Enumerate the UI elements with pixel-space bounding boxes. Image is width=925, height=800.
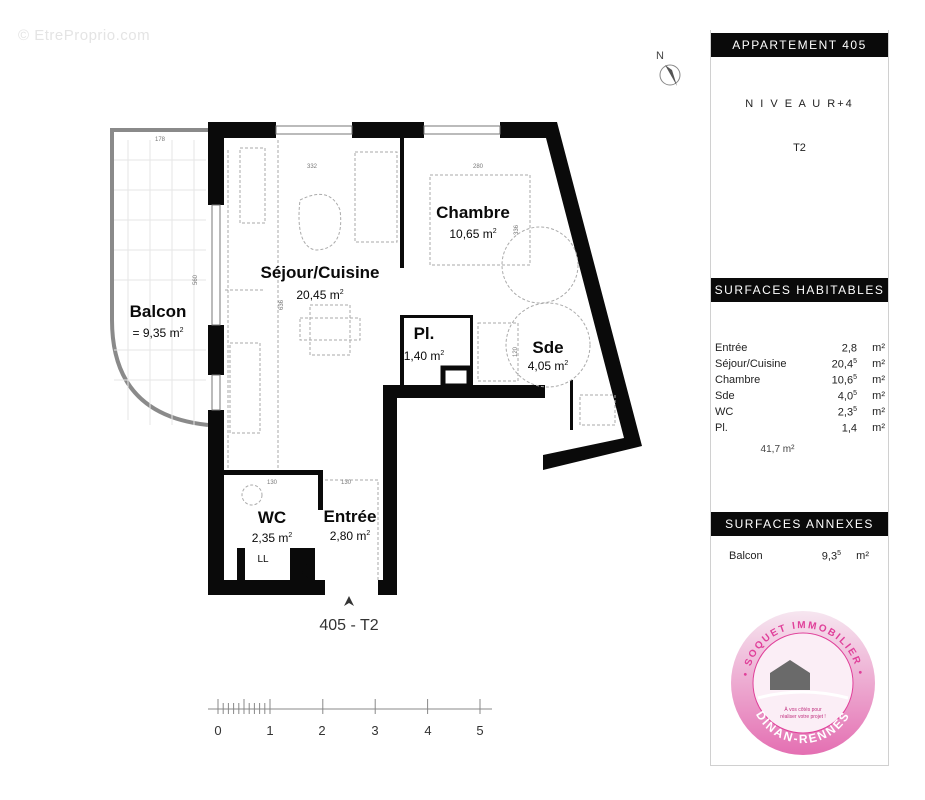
room-area-entree: 2,80 m2 [330, 529, 371, 543]
room-area-sde: 4,05 m2 [528, 359, 569, 373]
room-name-sejour: Séjour/Cuisine [260, 263, 379, 282]
scale-label: 0 [214, 723, 221, 738]
floor-plan: N Séjour/Cuisine 20,45 m2 Balcon = 9,35 … [110, 50, 681, 738]
apartment-title: APPARTEMENT 405 [711, 33, 888, 57]
annexes-header: SURFACES ANNEXES [711, 512, 888, 536]
info-panel: APPARTEMENT 405 N I V E A U R+4 T2 SURFA… [710, 30, 889, 766]
label-ll: LL [257, 554, 269, 565]
entrance-arrow-icon [344, 596, 354, 606]
room-name-entree: Entrée [324, 507, 377, 526]
habitable-row: Entrée 2,8 m² [715, 342, 885, 355]
habitable-row: WC 2,35 m² [715, 406, 885, 419]
total-area: 41,7 m² [760, 444, 795, 455]
room-name-balcon: Balcon [130, 302, 187, 321]
habitable-row: Chambre 10,65 m² [715, 374, 885, 387]
habitable-header: SURFACES HABITABLES [711, 278, 888, 302]
habitable-row: Pl. 1,4 m² [715, 422, 885, 435]
room-name-sde: Sde [532, 338, 563, 357]
dim-label: 120 [513, 346, 519, 357]
dim-label: 332 [307, 164, 318, 170]
scale-label: 3 [371, 723, 378, 738]
north-arrow-icon: N [656, 50, 681, 86]
north-label: N [656, 50, 664, 62]
dim-label: 636 [279, 299, 285, 310]
room-area-placard: 1,40 m2 [404, 349, 445, 363]
unit-label: 405 - T2 [319, 617, 378, 634]
dim-label: 280 [473, 164, 484, 170]
label-gtl: GTL [300, 561, 310, 579]
agency-logo: • SOQUET IMMOBILIER • DINAN-RENNES À vos… [731, 611, 875, 755]
walls [208, 122, 642, 595]
room-name-placard: Pl. [414, 324, 435, 343]
room-name-wc: WC [258, 508, 286, 527]
watermark: © EtreProprio.com [18, 27, 151, 44]
furniture [225, 140, 616, 580]
room-area-wc: 2,35 m2 [252, 531, 293, 545]
type-label: T2 [793, 142, 806, 154]
dim-label: 336 [514, 224, 520, 235]
svg-text:réaliser votre projet !: réaliser votre projet ! [780, 714, 826, 720]
room-area-balcon: = 9,35 m2 [133, 326, 184, 340]
dim-label: 178 [155, 137, 166, 143]
dim-label: 560 [193, 274, 199, 285]
habitable-row: Séjour/Cuisine 20,45 m² [715, 358, 885, 371]
scale-label: 1 [266, 723, 273, 738]
room-name-chambre: Chambre [436, 203, 510, 222]
scale-label: 2 [318, 723, 325, 738]
room-area-sejour: 20,45 m2 [296, 288, 343, 302]
dim-label: 130 [267, 480, 278, 486]
room-area-chambre: 10,65 m2 [449, 227, 496, 241]
svg-text:À vos côtés pour: À vos côtés pour [784, 706, 822, 713]
annex-row-balcon: Balcon 9,35 m² [729, 550, 869, 563]
scale-label: 4 [424, 723, 431, 738]
balcony [110, 128, 209, 427]
scale-label: 5 [476, 723, 483, 738]
habitable-row: Sde 4,05 m² [715, 390, 885, 403]
scale-bar [208, 699, 492, 714]
level-label: N I V E A U R+4 [745, 98, 854, 110]
dim-label: 130 [341, 480, 352, 486]
